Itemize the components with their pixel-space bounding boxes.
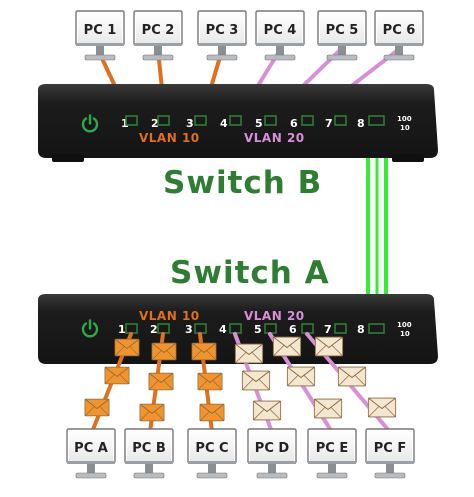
port-led[interactable] (125, 115, 138, 126)
speed-label: 10 (400, 124, 410, 132)
port-number: 1 (118, 323, 126, 336)
pc-label: PC 6 (383, 23, 416, 38)
pc-row-b: PC 1 PC 2 PC 3 PC 4 PC 5 PC 6 (75, 10, 424, 61)
pc-label: PC A (74, 441, 108, 456)
port-number: 2 (150, 323, 158, 336)
port-led[interactable] (368, 323, 385, 334)
pc-monitor[interactable]: PC 6 (374, 10, 424, 61)
pc-monitor[interactable]: PC F (365, 428, 415, 479)
pc-label: PC 1 (84, 23, 117, 38)
pc-monitor[interactable]: PC D (247, 428, 297, 479)
envelope-icon (199, 403, 225, 422)
pc-label: PC C (195, 441, 228, 456)
switch-a-title: Switch A (170, 255, 330, 291)
port-number: 4 (220, 117, 228, 130)
pc-monitor[interactable]: PC A (66, 428, 116, 479)
pc-label: PC B (132, 441, 166, 456)
vlan-10-label: VLAN 10 (139, 131, 200, 145)
envelope-icon (313, 398, 343, 419)
port-led[interactable] (264, 115, 277, 126)
vlan-20-label: VLAN 20 (244, 309, 305, 323)
pc-label: PC F (374, 441, 406, 456)
envelope-icon (272, 336, 302, 357)
envelope-icon (314, 336, 344, 357)
port-number: 8 (357, 323, 365, 336)
speed-label: 10 (400, 330, 410, 338)
switch-b: 1 2 3 4 5 6 7 8 100 10 VLAN 10 VLAN 20 (38, 84, 438, 162)
port-number: 6 (289, 323, 297, 336)
speed-label: 100 (397, 115, 412, 123)
pc-monitor[interactable]: PC E (307, 428, 357, 479)
port-led[interactable] (334, 323, 347, 334)
envelope-icon (84, 398, 110, 417)
envelope-icon (151, 342, 177, 361)
port-led[interactable] (368, 115, 385, 126)
envelope-icon (139, 403, 165, 422)
pc-monitor[interactable]: PC C (187, 428, 237, 479)
envelope-icon (114, 338, 140, 357)
port-number: 6 (290, 117, 298, 130)
port-led[interactable] (301, 115, 314, 126)
envelope-icon (337, 366, 367, 387)
envelope-icon (241, 370, 271, 391)
pc-monitor[interactable]: PC 4 (255, 10, 305, 61)
port-number: 7 (324, 323, 332, 336)
port-number: 5 (254, 323, 262, 336)
pc-label: PC 5 (326, 23, 359, 38)
vlan-20-label: VLAN 20 (244, 131, 305, 145)
envelope-icon (252, 400, 282, 421)
port-number: 3 (185, 323, 193, 336)
switch-b-title: Switch B (163, 165, 322, 201)
switch-a-ports: 1 2 3 4 5 6 7 8 (118, 323, 385, 336)
pc-monitor[interactable]: PC 5 (317, 10, 367, 61)
pc-row-a: PC A PC B PC C PC D PC E PC F (66, 428, 415, 479)
switch-b-ports: 1 2 3 4 5 6 7 8 (121, 115, 385, 130)
pc-label: PC D (255, 441, 290, 456)
envelope-icon (367, 397, 397, 418)
envelope-icon (104, 366, 130, 385)
port-led[interactable] (194, 115, 207, 126)
pc-label: PC 4 (264, 23, 297, 38)
pc-label: PC E (316, 441, 348, 456)
vlan-10-label: VLAN 10 (139, 309, 200, 323)
port-number: 5 (255, 117, 263, 130)
speed-label: 100 (397, 321, 412, 329)
port-number: 8 (357, 117, 365, 130)
envelope-icon (234, 343, 264, 364)
port-number: 7 (325, 117, 333, 130)
port-number: 1 (121, 117, 129, 130)
pc-label: PC 3 (206, 23, 239, 38)
envelope-icon (148, 372, 174, 391)
port-led[interactable] (157, 115, 170, 126)
envelope-icon (191, 342, 217, 361)
port-number: 4 (219, 323, 227, 336)
port-led[interactable] (334, 115, 347, 126)
pc-monitor[interactable]: PC 1 (75, 10, 125, 61)
pc-monitor[interactable]: PC 2 (133, 10, 183, 61)
port-number: 3 (186, 117, 194, 130)
pc-label: PC 2 (142, 23, 175, 38)
port-led[interactable] (229, 115, 242, 126)
envelope-icon (197, 372, 223, 391)
pc-monitor[interactable]: PC B (124, 428, 174, 479)
pc-monitor[interactable]: PC 3 (197, 10, 247, 61)
port-number: 2 (151, 117, 159, 130)
envelope-icon (286, 366, 316, 387)
